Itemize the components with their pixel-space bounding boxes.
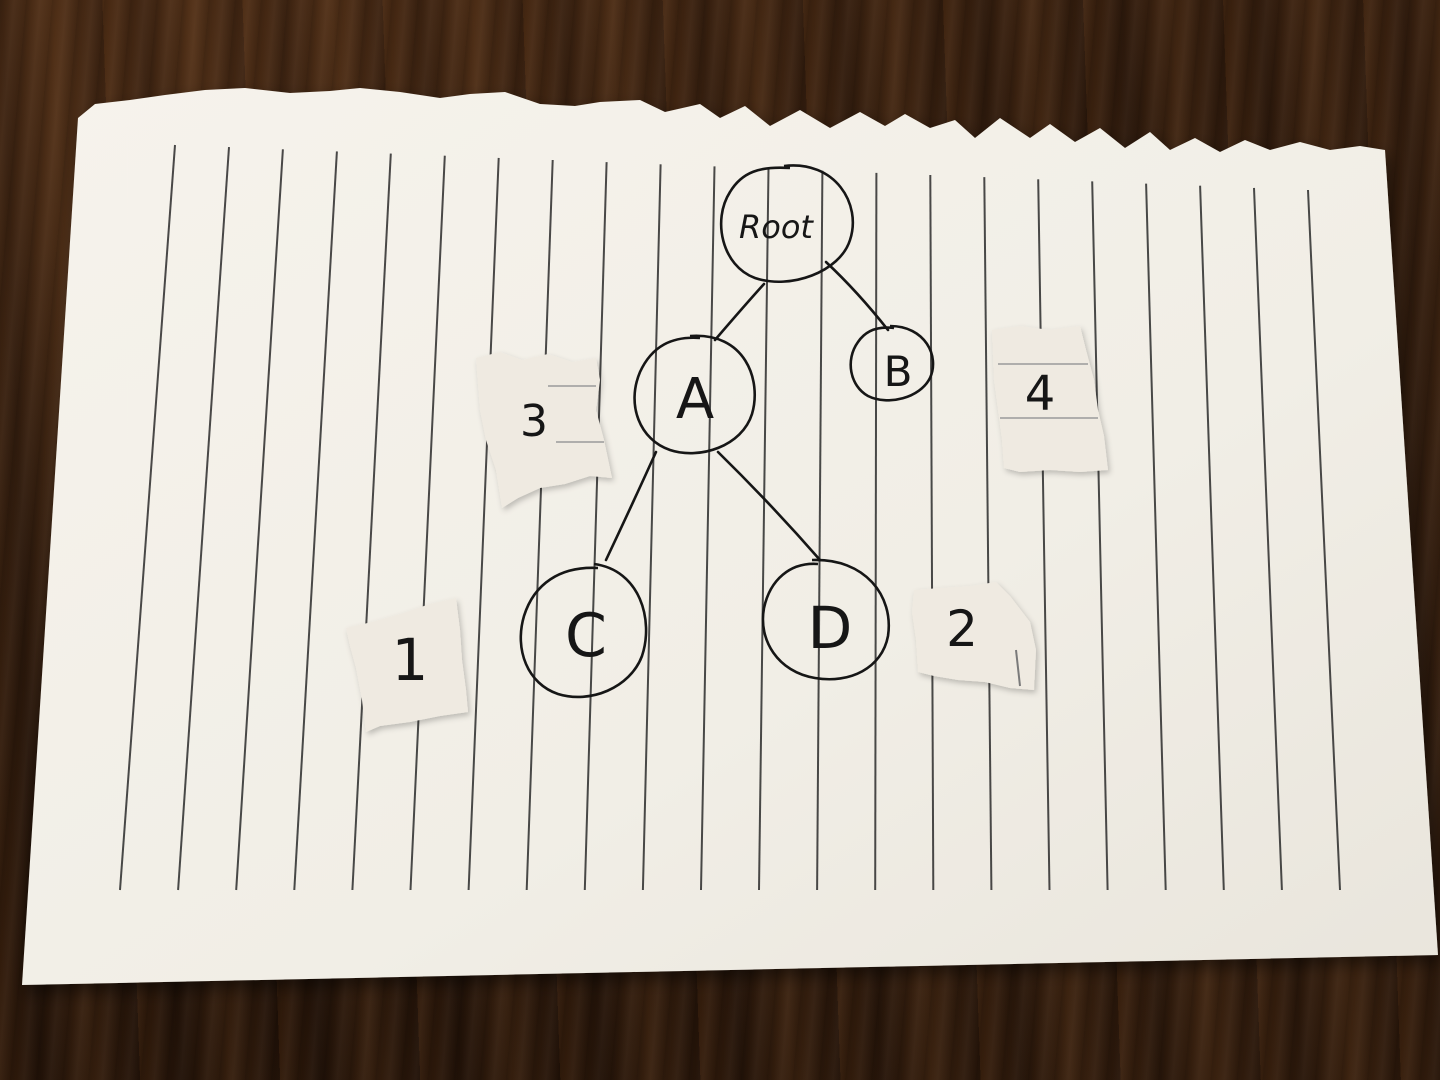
node-c-label: C bbox=[565, 601, 607, 671]
ruled-line bbox=[874, 172, 878, 891]
edge-root-b bbox=[824, 260, 890, 332]
ruled-line bbox=[816, 170, 824, 891]
tree-nodes: Root A B C D bbox=[519, 164, 935, 699]
notebook-sheet bbox=[22, 88, 1438, 985]
ruled-line bbox=[177, 147, 230, 891]
paper-tag-2: 2 bbox=[912, 582, 1036, 690]
ruled-line bbox=[583, 162, 608, 891]
tag-1-label: 1 bbox=[392, 626, 429, 694]
ruled-line bbox=[758, 168, 770, 891]
ruled-line bbox=[1199, 185, 1225, 891]
ruled-line bbox=[119, 144, 176, 891]
node-root-label: Root bbox=[739, 208, 814, 246]
tag-2-label: 2 bbox=[946, 600, 978, 658]
ruled-line bbox=[293, 151, 338, 891]
tree-edges bbox=[604, 260, 890, 562]
node-a-label: A bbox=[676, 367, 714, 432]
ruled-lines bbox=[119, 144, 1341, 891]
edge-root-a bbox=[713, 282, 766, 342]
paper-tag-1: 1 bbox=[346, 598, 468, 732]
paper-tag-4: 4 bbox=[992, 326, 1108, 472]
node-b: B bbox=[849, 324, 935, 402]
tag-2-rule bbox=[1015, 649, 1021, 687]
tag-3-label: 3 bbox=[520, 396, 548, 447]
ruled-line bbox=[641, 164, 662, 891]
ruled-line bbox=[235, 149, 284, 891]
node-d: D bbox=[761, 558, 891, 681]
node-root: Root bbox=[719, 164, 855, 283]
edge-a-d bbox=[716, 450, 822, 562]
paper-tag-3: 3 bbox=[476, 352, 612, 508]
ruled-line bbox=[409, 155, 446, 891]
ruled-line bbox=[1037, 179, 1051, 891]
tag-4-label: 4 bbox=[1025, 366, 1056, 422]
ruled-line bbox=[1145, 183, 1167, 891]
ruled-line bbox=[525, 159, 554, 891]
edge-a-c bbox=[604, 450, 658, 562]
ruled-line bbox=[467, 157, 500, 891]
ruled-line bbox=[351, 153, 392, 891]
ruled-line bbox=[983, 177, 993, 891]
ruled-line bbox=[1307, 189, 1341, 891]
node-b-label: B bbox=[884, 347, 913, 396]
ruled-line bbox=[929, 174, 935, 891]
ruled-line bbox=[700, 166, 716, 891]
ruled-line bbox=[1091, 181, 1109, 891]
ruled-line bbox=[1253, 187, 1283, 891]
node-d-label: D bbox=[808, 594, 853, 662]
node-c: C bbox=[519, 562, 648, 699]
node-a: A bbox=[633, 334, 756, 455]
